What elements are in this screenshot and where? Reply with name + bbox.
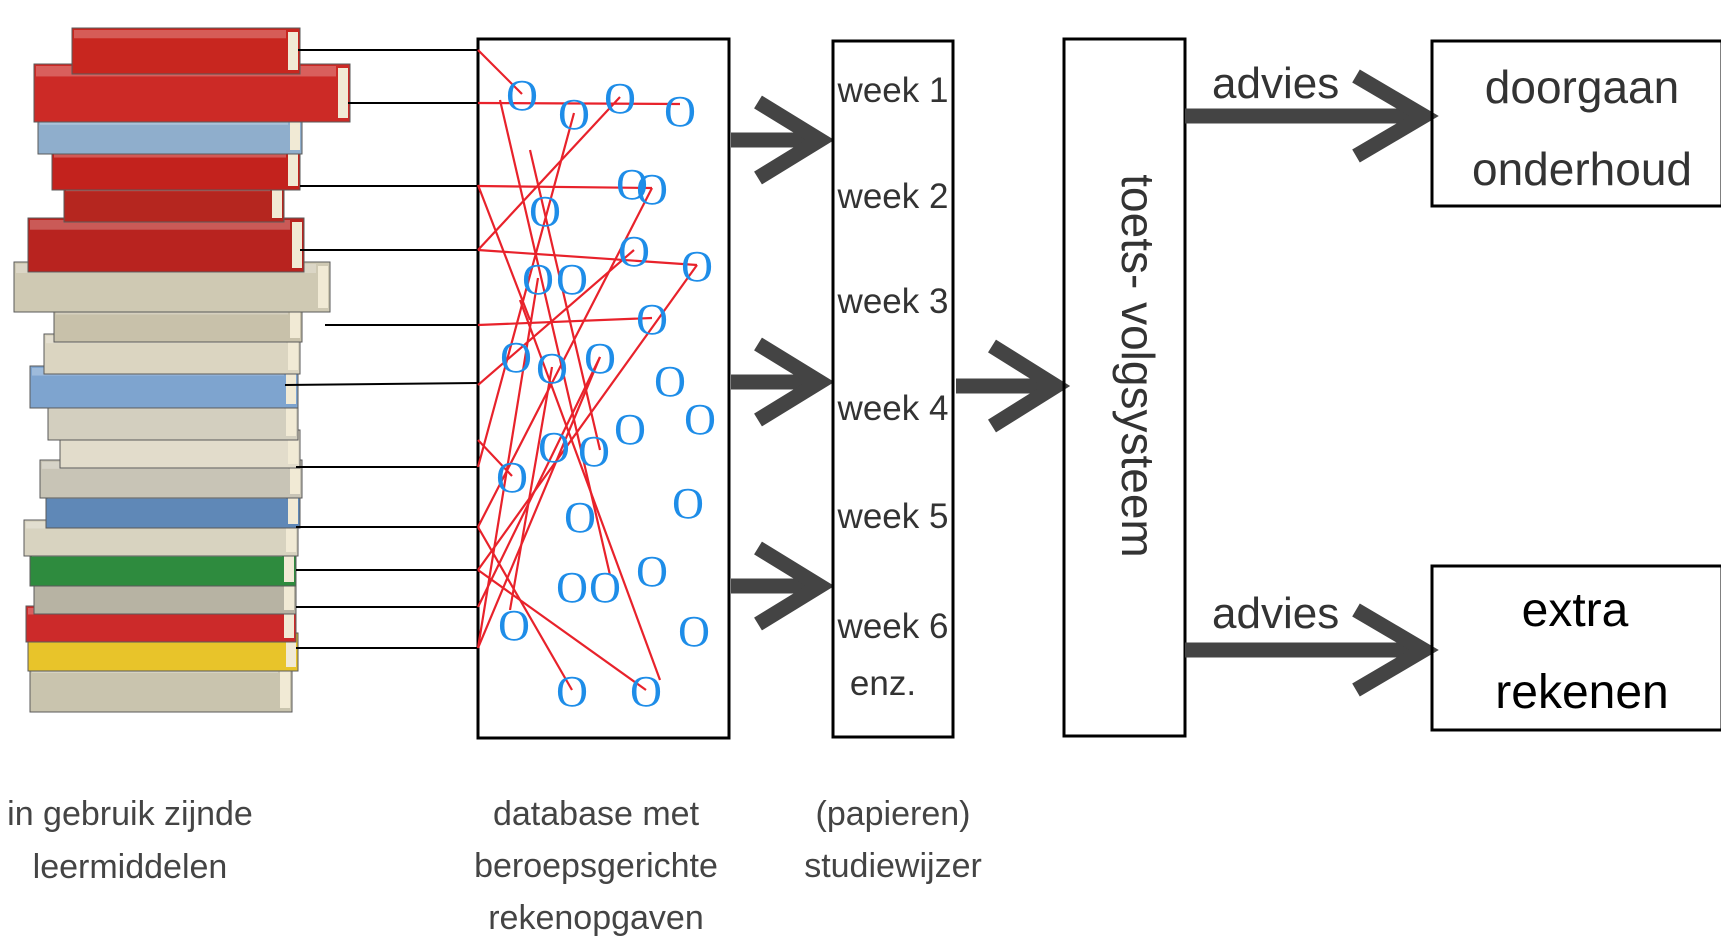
database-circle: O xyxy=(618,227,650,276)
arrow-database-to-week4 xyxy=(731,337,835,427)
database-circle: O xyxy=(678,607,710,656)
database-circle: O xyxy=(522,255,554,304)
outcome-doorgaan-line2: onderhoud xyxy=(1472,143,1692,195)
database-link xyxy=(477,96,621,251)
arrow-database-to-week6 xyxy=(731,541,835,631)
database-link xyxy=(476,112,576,468)
database-caption-line3: rekenopgaven xyxy=(488,899,704,937)
toets-volgsysteem-box xyxy=(1062,37,1187,738)
database-links xyxy=(476,49,698,691)
database-link xyxy=(477,184,653,190)
advice-top-label: advies xyxy=(1212,59,1339,108)
database-link xyxy=(477,526,573,691)
database-circle: O xyxy=(589,563,621,612)
database-link xyxy=(477,316,653,327)
database-circle: O xyxy=(636,547,668,596)
advice-bottom-label: advies xyxy=(1212,589,1339,638)
database-link xyxy=(476,277,540,649)
database-circle: O xyxy=(564,493,596,542)
database-link xyxy=(477,569,647,691)
week-item: week 5 xyxy=(837,497,949,536)
database-caption-line1: database met xyxy=(493,795,700,833)
database-box xyxy=(476,37,731,740)
books-caption-line2: leermiddelen xyxy=(33,848,228,886)
database-circle: O xyxy=(556,563,588,612)
week-etc: enz. xyxy=(850,664,916,703)
database-link xyxy=(476,356,602,649)
outcome-extra-line2: rekenen xyxy=(1495,666,1668,719)
week-item: week 6 xyxy=(837,607,949,646)
database-circle: O xyxy=(664,87,696,136)
book xyxy=(27,217,305,273)
outcome-doorgaan-line1: doorgaan xyxy=(1485,61,1679,113)
database-circle: O xyxy=(529,187,561,236)
database-circle: O xyxy=(604,74,636,123)
database-circle: O xyxy=(558,90,590,139)
database-circle: O xyxy=(584,334,616,383)
database-link xyxy=(508,366,554,611)
database-link xyxy=(477,356,601,608)
week-list: week 1 week 2 week 3 week 4 week 5 week … xyxy=(837,71,949,703)
week-item: week 2 xyxy=(837,177,949,216)
database-circle: O xyxy=(616,160,648,209)
book-connector-line xyxy=(284,382,479,386)
books-caption-line1: in gebruik zijnde xyxy=(7,795,253,833)
database-circle: O xyxy=(636,295,668,344)
database-caption-line2: beroepsgerichte xyxy=(474,847,718,885)
database-link xyxy=(528,149,602,451)
studiewijzer-box xyxy=(831,39,955,739)
studiewijzer-caption-line2: studiewijzer xyxy=(804,847,982,885)
book-connectors xyxy=(284,49,479,649)
toets-volgsysteem-label: toets- volgsysteem xyxy=(1112,174,1164,557)
database-circle: O xyxy=(684,395,716,444)
outcome-box-doorgaan xyxy=(1430,39,1721,208)
arrow-advice-bottom xyxy=(1185,603,1439,697)
database-circle: O xyxy=(506,71,538,120)
database-circle: O xyxy=(538,423,570,472)
week-item: week 1 xyxy=(837,71,949,110)
database-circle: O xyxy=(496,453,528,502)
database-circle: O xyxy=(498,601,530,650)
database-link xyxy=(477,439,513,477)
studiewijzer-caption-line1: (papieren) xyxy=(816,795,971,833)
database-link xyxy=(477,248,698,267)
arrow-advice-top xyxy=(1185,69,1439,163)
database-circle: O xyxy=(630,667,662,716)
database-circle: O xyxy=(636,165,668,214)
book xyxy=(71,27,301,75)
database-circle: O xyxy=(536,344,568,393)
outcome-box-extra-rekenen xyxy=(1430,564,1721,732)
database-link xyxy=(477,101,681,106)
arrow-database-to-week1 xyxy=(731,95,835,185)
database-circle: O xyxy=(681,242,713,291)
database-circle: O xyxy=(672,479,704,528)
database-link xyxy=(518,299,662,681)
week-item: week 3 xyxy=(837,282,949,321)
database-link xyxy=(476,184,532,321)
database-circle: O xyxy=(556,255,588,304)
database-circle: O xyxy=(578,427,610,476)
database-link xyxy=(477,49,523,95)
database-circle: O xyxy=(500,333,532,382)
arrow-studiewijzer-to-toets xyxy=(956,339,1071,433)
week-item: week 4 xyxy=(837,389,949,428)
database-circle: O xyxy=(614,405,646,454)
database-circle: O xyxy=(654,357,686,406)
stack-of-books-picture xyxy=(13,27,351,713)
outcome-extra-line1: extra xyxy=(1522,584,1629,637)
database-link xyxy=(477,264,698,571)
database-circle: O xyxy=(556,667,588,716)
